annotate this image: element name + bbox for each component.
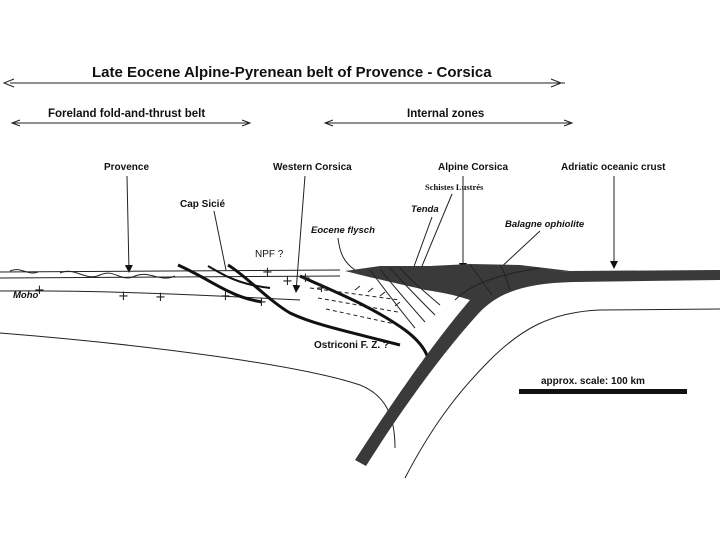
basement-cross-2: +	[118, 289, 129, 304]
scale-label: approx. scale: 100 km	[541, 376, 645, 387]
zone-foreland-label: Foreland fold-and-thrust belt	[48, 108, 205, 120]
basement-cross-3: +	[155, 290, 166, 305]
region-alpine-corsica-label: Alpine Corsica	[438, 162, 508, 173]
npf-label: NPF ?	[255, 249, 284, 260]
dashed-fault-2	[318, 298, 398, 312]
pointer-cap-sicie	[214, 211, 226, 270]
basement-cross-8: +	[316, 281, 327, 296]
region-provence-label: Provence	[104, 162, 149, 173]
pointer-provence	[127, 176, 129, 272]
tenda-label: Tenda	[411, 204, 439, 215]
cap-sicie-label: Cap Sicié	[180, 199, 225, 210]
moho-line	[0, 291, 300, 300]
region-adriatic-label: Adriatic oceanic crust	[561, 162, 666, 173]
pointer-balagne	[498, 231, 540, 270]
subducting-slab	[355, 270, 720, 466]
basement-cross-5: +	[256, 295, 267, 310]
basement-cross-4: +	[220, 289, 231, 304]
basement-cross-1: +	[34, 283, 45, 298]
diagram-title: Late Eocene Alpine-Pyrenean belt of Prov…	[92, 64, 492, 81]
basement-cross-6: +	[282, 274, 293, 289]
basement-cross-9: +	[262, 265, 273, 280]
basement-cross-7: +	[300, 271, 311, 286]
pointer-tenda	[412, 217, 432, 272]
crust-top-line	[0, 270, 340, 272]
region-western-corsica-label: Western Corsica	[273, 162, 352, 173]
ostriconi-label: Ostriconi F. Z. ?	[314, 340, 389, 351]
zone-internal-label: Internal zones	[407, 108, 484, 120]
provence-folds-west	[10, 270, 38, 273]
balagne-ophiolite-label: Balagne ophiolite	[505, 219, 585, 230]
eocene-flysch-label: Eocene flysch	[311, 225, 375, 236]
schistes-lustres-label: Schistes Lustrés	[425, 182, 484, 192]
scale-bar	[519, 389, 687, 394]
pointer-eocene-flysch	[338, 238, 355, 270]
